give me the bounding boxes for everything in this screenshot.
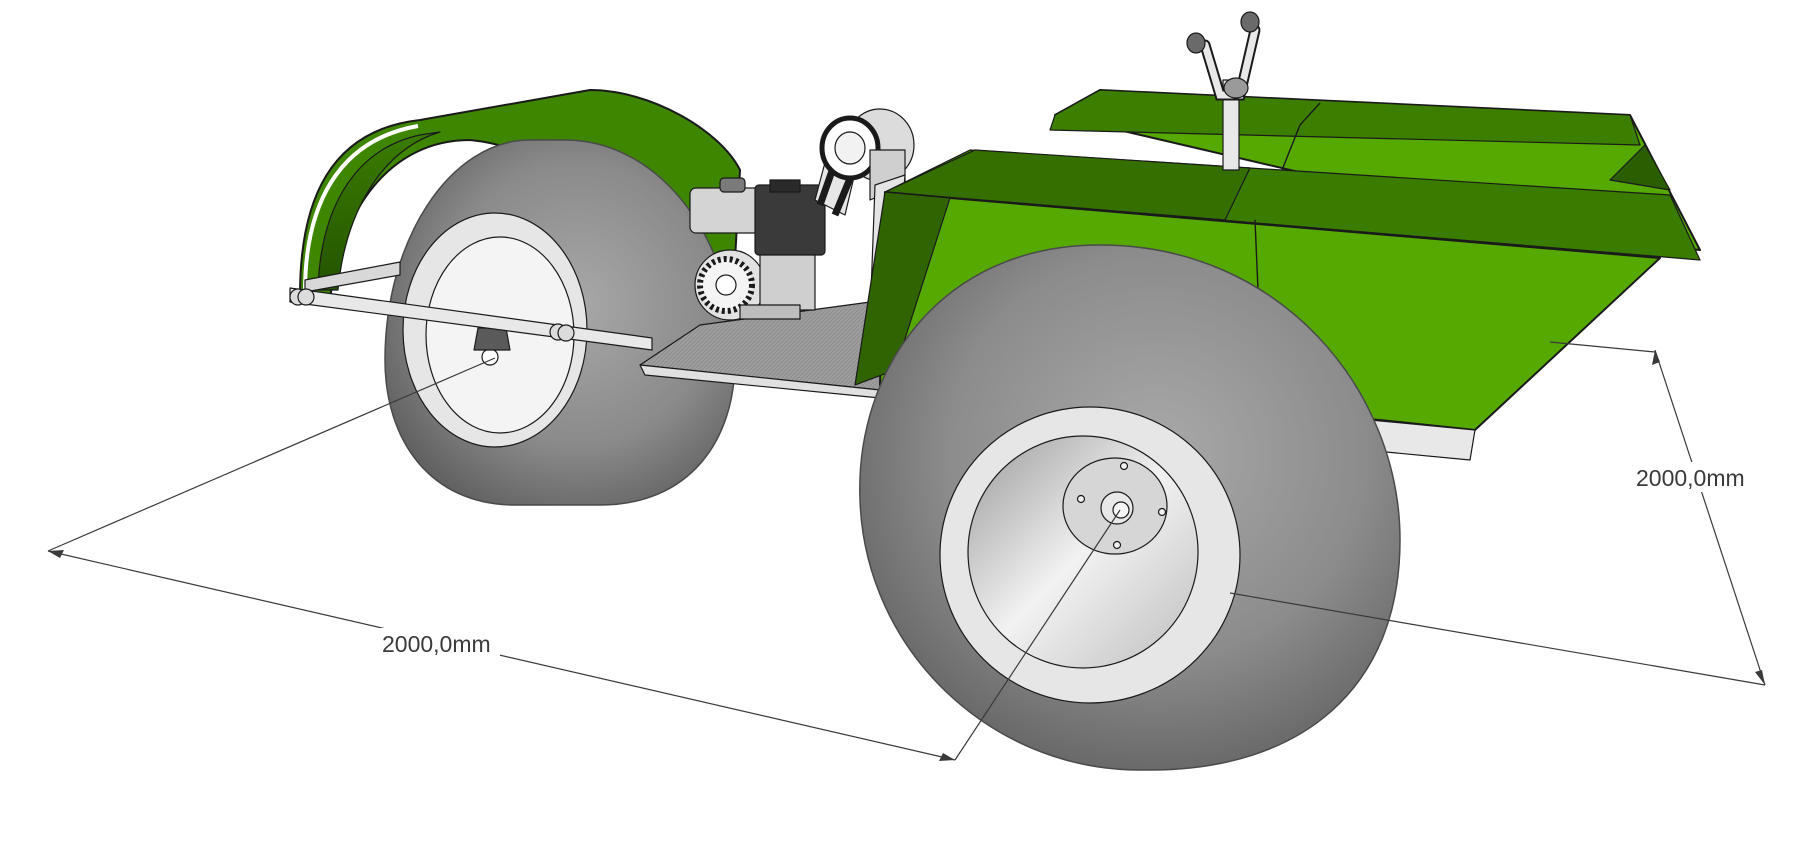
rear-left-wheel [384,139,736,506]
width-dimension: 2000,0mm [47,357,1121,761]
engine-icon [689,108,915,321]
height-dimension: 2000,0mm [1229,341,1766,686]
steering-handle-icon [1186,11,1261,171]
rear-frame-bar [289,261,653,351]
height-dimension-label: 2000,0mm [1636,465,1745,491]
width-dimension-label: 2000,0mm [382,631,491,657]
